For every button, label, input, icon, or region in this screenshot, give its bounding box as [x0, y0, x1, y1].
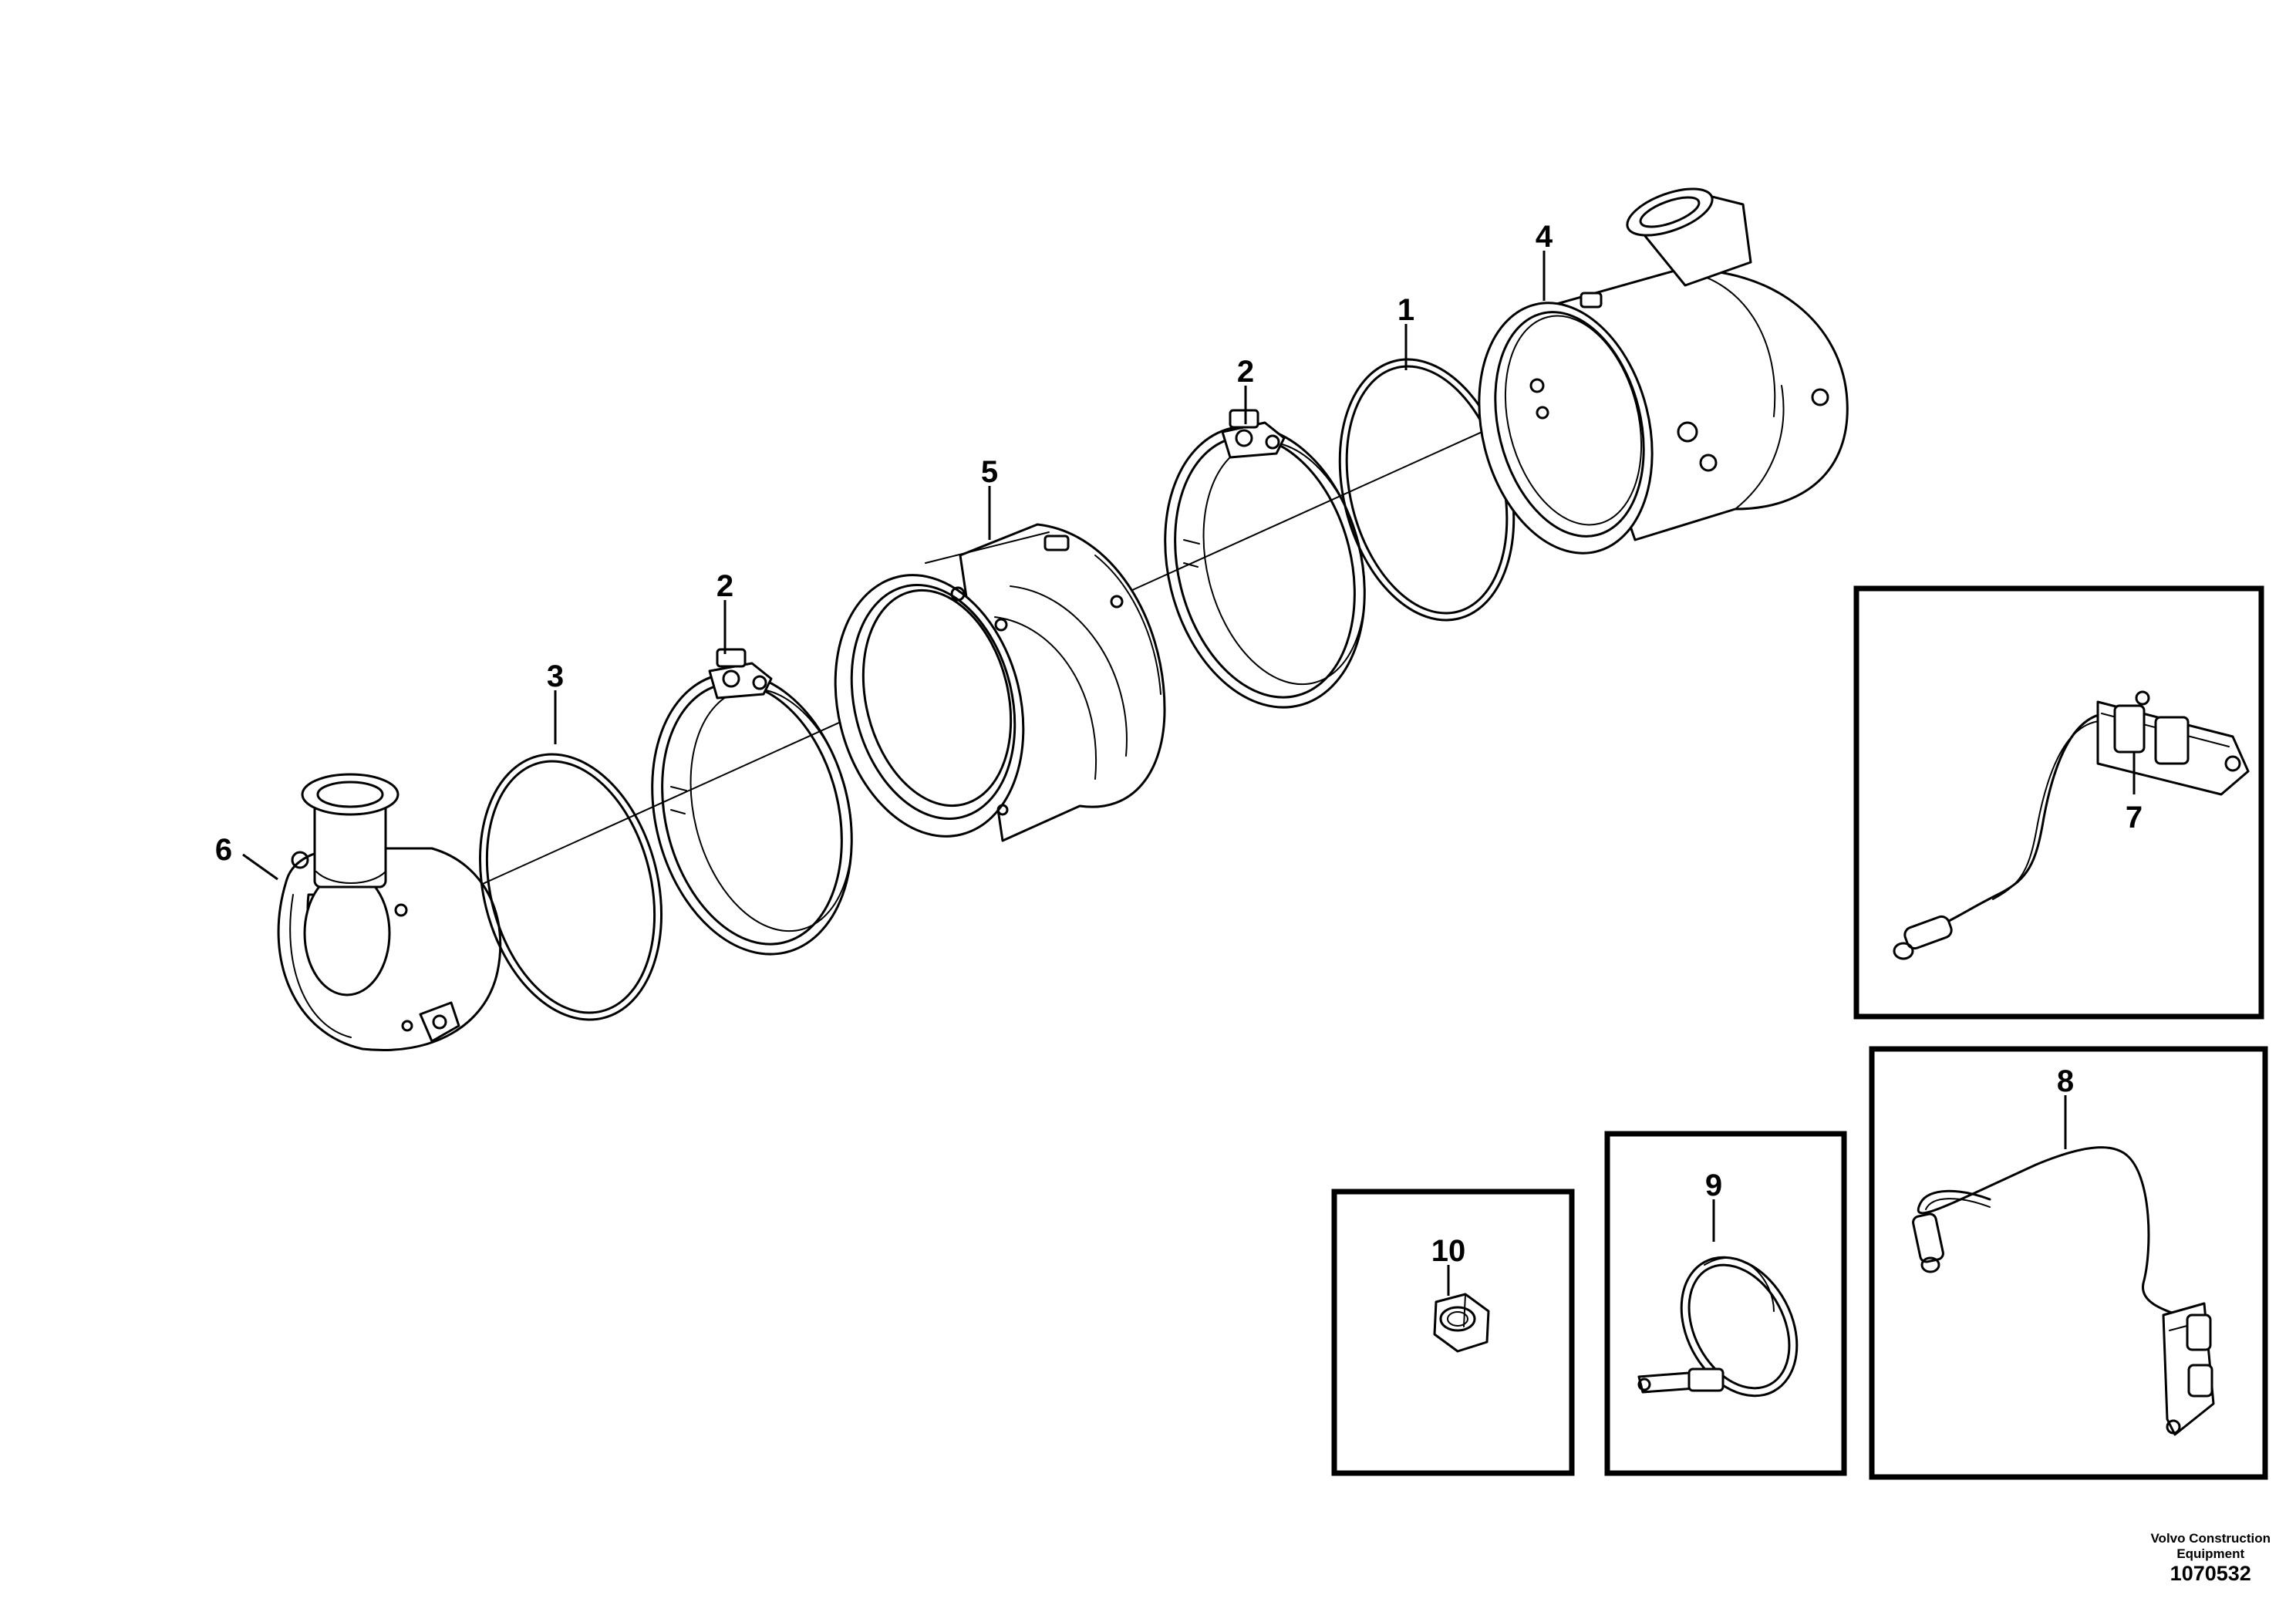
part-4-outlet-housing[interactable] — [1454, 180, 1849, 572]
credit-company: Volvo Construction — [2150, 1531, 2271, 1546]
label-part-2-right: 2 — [1237, 355, 1254, 389]
detail-box-part-9 — [1604, 1131, 1847, 1476]
callout-leaders — [242, 251, 2136, 1296]
credit-block: Volvo Construction Equipment 1070532 — [2150, 1531, 2271, 1586]
label-part-6: 6 — [215, 833, 232, 867]
credit-division: Equipment — [2176, 1546, 2245, 1561]
label-part-4: 4 — [1536, 220, 1553, 254]
part-9-clamp[interactable] — [1637, 1237, 1820, 1416]
detail-box-part-8 — [1869, 1046, 2268, 1480]
detail-box-part-10 — [1331, 1189, 1575, 1476]
part-7-nox-sensor[interactable] — [1893, 690, 2250, 960]
part-2-vband-clamp-right[interactable] — [1137, 405, 1393, 728]
label-part-1: 1 — [1397, 293, 1414, 327]
label-part-3: 3 — [547, 659, 564, 693]
label-part-8: 8 — [2057, 1064, 2074, 1098]
label-part-5: 5 — [981, 455, 998, 489]
part-5-filter-cylinder[interactable] — [809, 523, 1166, 856]
label-part-2-left: 2 — [716, 569, 733, 603]
drawing-number: 1070532 — [2170, 1562, 2251, 1585]
part-10-hex-nut[interactable] — [1433, 1293, 1490, 1353]
label-part-10: 10 — [1431, 1234, 1466, 1268]
detail-box-part-7 — [1853, 585, 2264, 1020]
part-8-nox-sensor[interactable] — [1912, 1146, 2215, 1436]
label-part-7: 7 — [2126, 801, 2143, 835]
part-6-inlet-housing[interactable] — [277, 773, 502, 1051]
part-3-gasket-ring[interactable] — [453, 735, 688, 1039]
label-part-9: 9 — [1705, 1168, 1722, 1202]
